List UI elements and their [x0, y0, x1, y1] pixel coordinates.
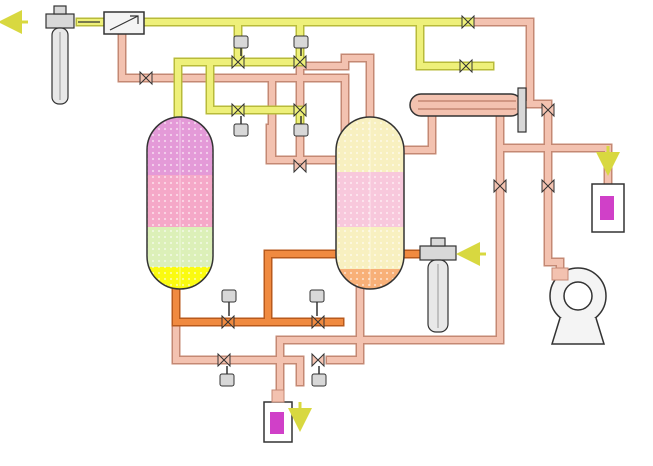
valve-icon — [231, 102, 245, 118]
valve-icon — [293, 102, 307, 118]
outlet-filter — [45, 5, 100, 105]
adsorber-tower-right — [335, 116, 405, 290]
valve-icon — [217, 352, 231, 368]
flow-meter — [103, 11, 145, 35]
valve-icon — [293, 54, 307, 70]
valve-icon — [541, 102, 555, 118]
valve-icon — [139, 70, 153, 86]
adsorber-tower-left — [146, 116, 214, 290]
valve-icon — [493, 178, 507, 194]
moisture-indicator — [591, 183, 625, 233]
valve-icon — [541, 178, 555, 194]
heat-exchanger — [409, 87, 527, 133]
valve-icon — [231, 54, 245, 70]
valve-icon — [461, 14, 475, 30]
control-valves — [139, 14, 555, 387]
valve-icon — [293, 158, 307, 174]
drain-collector — [263, 389, 293, 443]
inlet-filter — [419, 237, 457, 333]
valve-icon — [311, 352, 325, 368]
blower — [549, 267, 607, 345]
valve-icon — [459, 58, 473, 74]
orange-pipes — [171, 249, 425, 327]
valve-icon — [221, 314, 235, 330]
valve-icon — [311, 314, 325, 330]
